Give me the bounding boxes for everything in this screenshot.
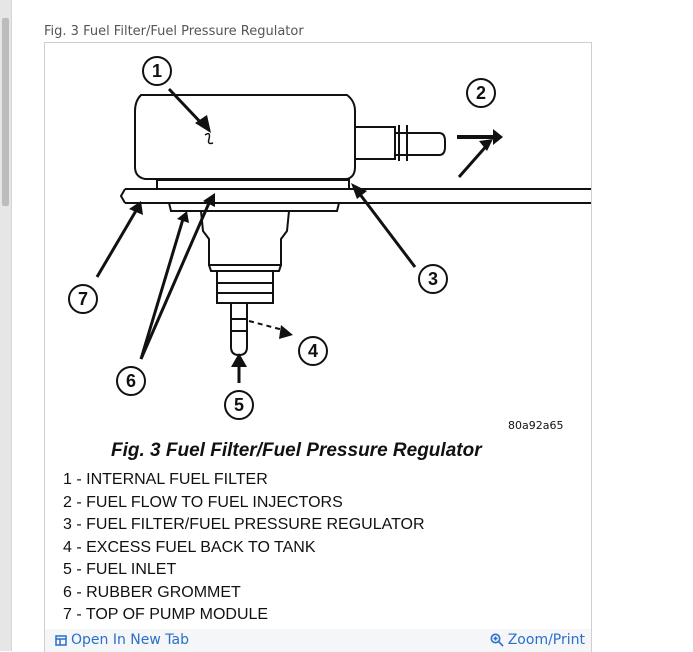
arrow-heads [129,115,503,367]
zoom-print-label: Zoom/Print [507,632,585,648]
legend-item: 3 - FUEL FILTER/FUEL PRESSURE REGULATOR [63,516,425,533]
figure-title: Fig. 3 Fuel Filter/Fuel Pressure Regulat… [111,440,482,461]
callout-1: 1 [152,61,162,81]
zoom-print-link[interactable]: Zoom/Print [490,632,585,648]
callout-7: 7 [78,289,88,309]
callout-5: 5 [234,395,244,415]
figure-caption: Fig. 3 Fuel Filter/Fuel Pressure Regulat… [44,24,304,39]
open-tab-icon [55,634,67,646]
callout-3: 3 [428,269,438,289]
figure-code: 80a92a65 [508,419,564,432]
legend-item: 7 - TOP OF PUMP MODULE [63,606,269,623]
legend-item: 4 - EXCESS FUEL BACK TO TANK [63,538,316,556]
legend-item: 1 - INTERNAL FUEL FILTER [63,471,268,488]
fuel-regulator-diagram: 1 2 3 4 5 6 7 [68,56,591,420]
scrollbar[interactable] [0,0,12,651]
legend-item: 6 - RUBBER GROMMET [63,583,241,601]
figure-frame: 1 2 3 4 5 6 7 80a92a65 Fig. 3 Fuel Filte… [44,42,592,652]
open-new-tab-link[interactable]: Open In New Tab [55,632,189,648]
callout-2: 2 [476,83,486,103]
legend-item: 2 - FUEL FLOW TO FUEL INJECTORS [63,493,343,511]
open-new-tab-label: Open In New Tab [71,632,189,648]
callout-4: 4 [308,341,318,361]
scroll-thumb[interactable] [2,18,9,206]
legend-list: 1 - INTERNAL FUEL FILTER 2 - FUEL FLOW T… [63,469,425,627]
callout-circles [68,56,496,420]
zoom-icon [490,633,504,647]
callout-6: 6 [126,371,136,391]
figure-footer: Open In New Tab Zoom/Print [45,629,591,652]
legend-item: 5 - FUEL INLET [63,561,177,578]
